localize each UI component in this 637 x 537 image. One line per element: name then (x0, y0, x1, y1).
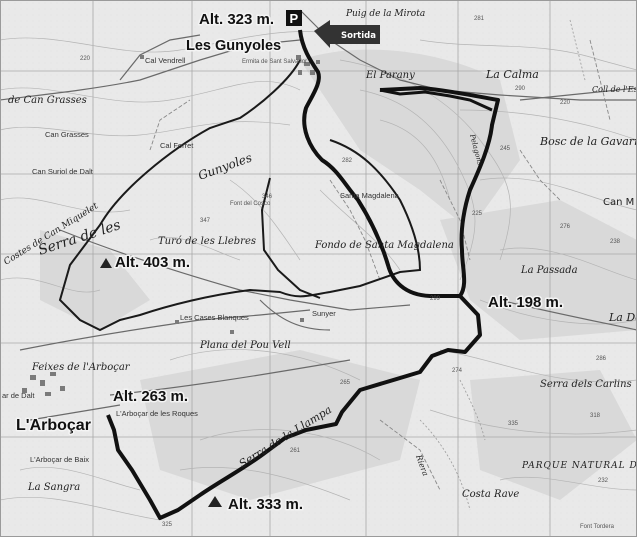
town-arbocar: L'Arboçar (16, 417, 91, 434)
route-east-spur[interactable] (379, 88, 493, 112)
place-costa-rave: Costa Rave (462, 489, 519, 500)
elevation-number: 220 (560, 100, 571, 106)
elevation-number: 282 (342, 158, 353, 164)
town-gunyoles: Les Gunyoles (186, 38, 281, 54)
alt-village: Alt. 263 m. (113, 388, 188, 405)
place-santa-magdalena: Santa Magdalena (340, 191, 400, 200)
route-inner-loop[interactable] (260, 177, 321, 299)
place-can-m: Can M (603, 197, 634, 208)
forest-areas (40, 49, 637, 500)
elevation-number: 286 (596, 356, 607, 362)
place-arbocar-roques: L'Arboçar de les Roques (116, 409, 198, 418)
place-sunyer: Sunyer (312, 309, 336, 318)
parking-symbol: P (290, 11, 299, 26)
summit-403-icon (100, 258, 112, 268)
place-arbocar-baix: L'Arboçar de Baix (30, 455, 89, 464)
elevation-number: 347 (200, 218, 211, 224)
place-cases-blanques: Les Cases Blanques (180, 313, 249, 322)
place-can-grasses: Can Grasses (45, 130, 89, 139)
place-bosc-gavarra: Bosc de la Gavarra (539, 135, 637, 148)
place-turo-llebres: Turó de les Llebres (158, 236, 256, 247)
elevation-number: 346 (262, 194, 273, 200)
elevation-number: 318 (590, 413, 601, 419)
place-can-suriol: Can Suriol de Dalt (32, 167, 94, 176)
summit-333-icon (208, 496, 222, 507)
start-label: Sortida (341, 31, 376, 41)
elevation-number: 238 (610, 239, 621, 245)
place-serra-carlins: Serra dels Carlins (540, 379, 632, 390)
elevation-number: 299 (430, 296, 441, 302)
contour-lines (0, 31, 637, 521)
place-fondo: Fondo de Santa Magdalena (314, 240, 454, 251)
elevation-number: 220 (80, 56, 91, 62)
place-puig-mirota: Puig de la Mirota (345, 9, 425, 19)
elevation-number: 245 (500, 146, 511, 152)
place-la-sangra: La Sangra (27, 482, 80, 493)
elevation-number: 232 (598, 478, 609, 484)
place-font-tordera: Font Tordera (580, 524, 615, 530)
alt-south: Alt. 333 m. (228, 496, 303, 513)
place-la-calma: La Calma (485, 68, 539, 81)
place-cal-ferret: Cal Ferret (160, 141, 194, 150)
place-font-cosco: Font del Cosco (230, 201, 271, 207)
elevation-number: 225 (472, 211, 483, 217)
elevation-number: 265 (340, 380, 351, 386)
route-main-loop[interactable] (106, 29, 500, 520)
place-la-passada: La Passada (520, 265, 578, 276)
elevation-number: 276 (560, 224, 571, 230)
alt-east: Alt. 198 m. (488, 294, 563, 311)
elevation-number: 281 (474, 16, 485, 22)
place-el-parany: El Parany (365, 70, 415, 81)
place-arbocar-dalt: ar de Dalt (2, 391, 35, 400)
alt-ridge: Alt. 403 m. (115, 254, 190, 271)
elevation-numbers: 281 220 290 220 282 245 347 346 225 238 … (80, 16, 621, 528)
tracks (149, 39, 611, 491)
summit-markers (100, 258, 222, 507)
parking-marker[interactable]: P (286, 10, 302, 26)
streams (419, 19, 586, 511)
elevation-number: 290 (515, 86, 526, 92)
route-west-loop[interactable] (58, 59, 422, 332)
place-ermita: Ermita de Sant Salvador (242, 59, 307, 65)
place-la-de: La De (608, 311, 637, 324)
place-plana-pou: Plana del Pou Vell (199, 340, 291, 351)
alt-start: Alt. 323 m. (199, 11, 274, 28)
elevation-number: 325 (162, 522, 173, 528)
start-sortida-marker[interactable]: Sortida (314, 20, 380, 48)
place-feixes: Feixes de l'Arboçar (31, 362, 131, 373)
place-can-grasses-de: de Can Grasses (8, 95, 87, 106)
place-cal-vendrell: Cal Vendrell (145, 56, 186, 65)
place-parque: PARQUE NATURAL D (521, 461, 637, 471)
roads (0, 9, 637, 421)
village-buildings (22, 42, 320, 396)
place-coll-estany: Coll de l'Estany (592, 85, 637, 94)
elevation-number: 274 (452, 368, 463, 374)
elevation-number: 261 (290, 448, 301, 454)
elevation-number: 335 (508, 421, 519, 427)
